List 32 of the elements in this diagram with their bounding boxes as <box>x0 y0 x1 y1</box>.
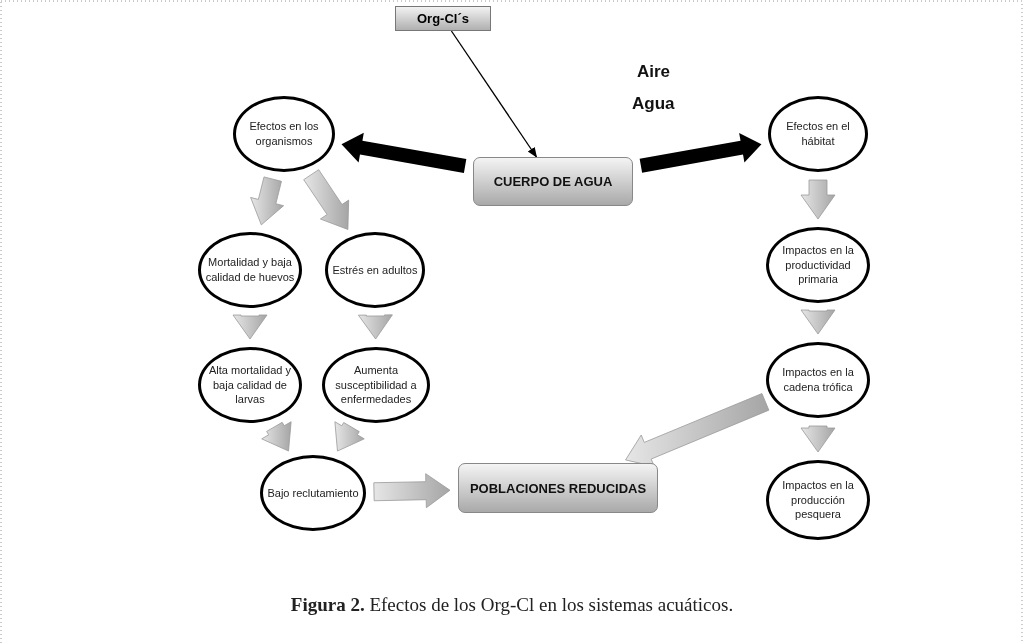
medium-label: Aire <box>637 62 671 82</box>
node-text: Bajo reclutamiento <box>267 485 359 501</box>
node-text: Estrés en adultos <box>332 262 418 278</box>
block-arrow <box>373 473 451 509</box>
node-text: Impactos en la cadena trófica <box>781 365 855 395</box>
node-text: CUERPO DE AGUA <box>493 174 613 189</box>
process-box <box>458 463 658 513</box>
block-arrow <box>358 314 393 340</box>
thick-arrow <box>341 132 467 173</box>
node-text: Mortalidad y baja calidad de huevos <box>204 255 296 285</box>
block-arrow <box>303 169 350 230</box>
block-arrow <box>800 309 836 335</box>
figure-caption: Figura 2. Efectos de los Org-Cl en los sistemas acuáticos. <box>289 594 735 616</box>
thick-arrow <box>639 132 762 173</box>
node-text: POBLACIONES REDUCIDAS <box>469 480 647 496</box>
process-box <box>473 157 633 206</box>
node-text: Alta mortalidad y baja calidad de larvas <box>208 362 292 408</box>
medium-label: Agua <box>632 94 675 114</box>
block-arrow <box>250 176 284 226</box>
node-text: Impactos en la productividad primaria <box>781 242 855 288</box>
node-text: Efectos en los organismos <box>248 119 320 149</box>
block-arrow <box>334 421 365 452</box>
block-arrow <box>261 421 292 452</box>
arrow <box>450 30 538 158</box>
node-text: Impactos en la producción pesquera <box>781 477 855 523</box>
node-text: Efectos en el hábitat <box>785 119 851 149</box>
node-text: Aumenta susceptibilidad a enfermedades <box>334 362 418 408</box>
block-arrow <box>232 314 268 340</box>
block-arrow <box>800 179 836 220</box>
node-text: Org-Cl´s <box>417 11 469 26</box>
block-arrow <box>800 425 836 453</box>
process-box <box>395 6 491 31</box>
